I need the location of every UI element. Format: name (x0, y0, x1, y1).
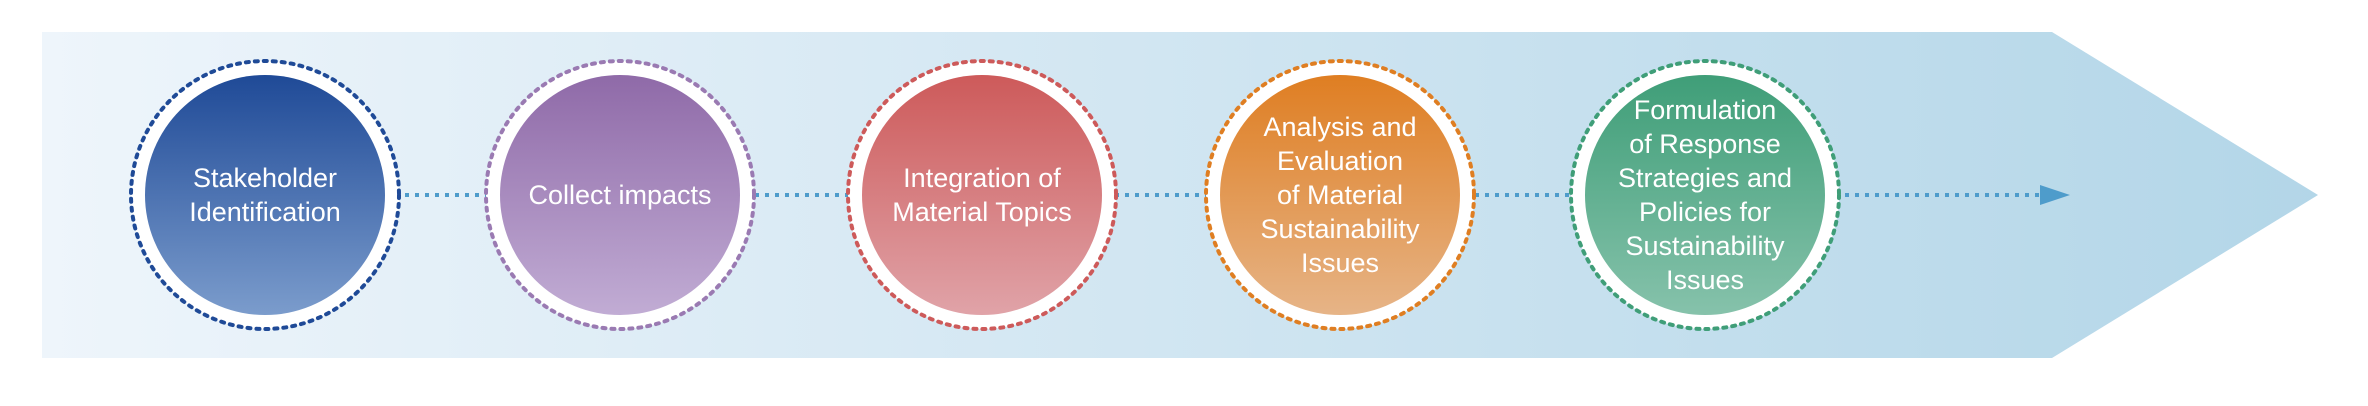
step-2-circle (500, 75, 740, 315)
step-5-circle (1585, 75, 1825, 315)
flow-arrowhead (2040, 185, 2070, 205)
step-3-circle (862, 75, 1102, 315)
step-4-circle (1220, 75, 1460, 315)
step-1-circle (145, 75, 385, 315)
